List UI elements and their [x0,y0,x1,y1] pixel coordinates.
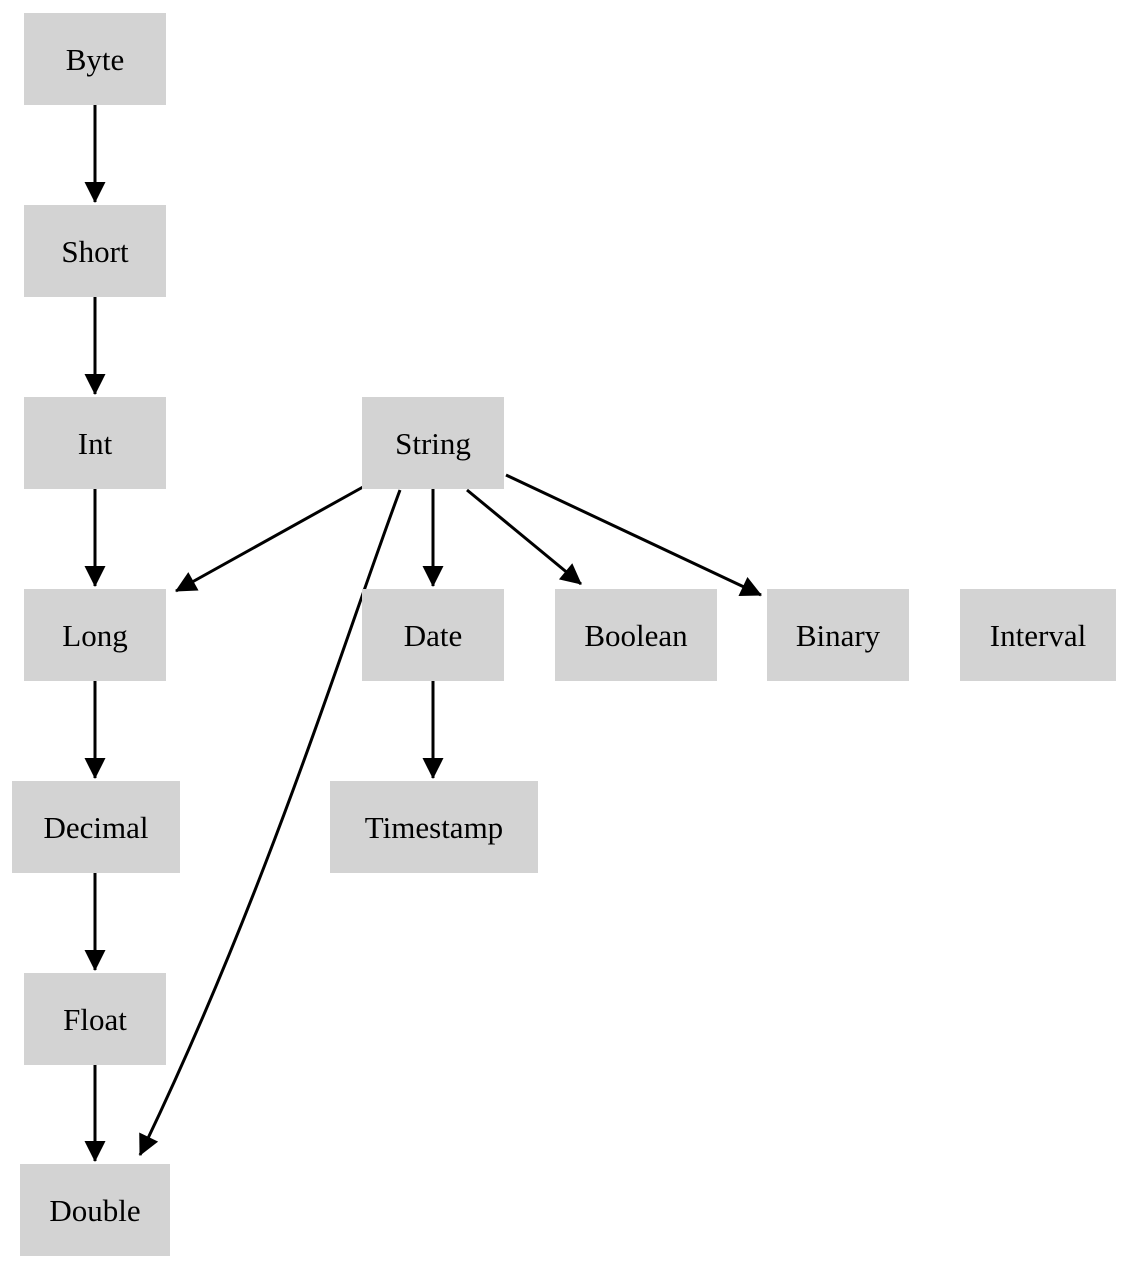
edge-string-to-double [138,489,402,1156]
node-short-label: Short [61,234,129,269]
node-float: Float [24,973,166,1065]
node-date: Date [362,589,504,681]
node-interval-label: Interval [990,618,1086,653]
node-string-box [362,397,504,489]
edge-string-to-long [175,485,364,593]
node-byte-box [24,13,166,105]
node-binary: Binary [767,589,909,681]
node-long: Long [24,589,166,681]
node-binary-box [767,589,909,681]
node-int-label: Int [78,426,113,461]
node-short: Short [24,205,166,297]
node-boolean-label: Boolean [584,618,688,653]
node-binary-label: Binary [796,618,881,653]
node-interval: Interval [960,589,1116,681]
node-timestamp: Timestamp [330,781,538,873]
node-int-box [24,397,166,489]
edges-layer [84,105,762,1163]
node-boolean-box [555,589,717,681]
node-boolean: Boolean [555,589,717,681]
node-string: String [362,397,504,489]
node-double-label: Double [49,1193,140,1228]
node-interval-box [960,589,1116,681]
edge-string-to-binary [505,473,762,597]
node-short-box [24,205,166,297]
node-timestamp-label: Timestamp [365,810,503,845]
node-timestamp-box [330,781,538,873]
node-long-label: Long [62,618,127,653]
node-float-box [24,973,166,1065]
node-float-label: Float [63,1002,127,1037]
node-decimal: Decimal [12,781,180,873]
node-date-box [362,589,504,681]
node-date-label: Date [404,618,463,653]
node-double-box [20,1164,170,1256]
node-double: Double [20,1164,170,1256]
node-string-label: String [395,426,471,461]
node-int: Int [24,397,166,489]
node-decimal-label: Decimal [43,810,148,845]
edge-string-to-boolean [466,488,582,586]
node-byte-label: Byte [66,42,125,77]
node-decimal-box [12,781,180,873]
node-byte: Byte [24,13,166,105]
node-long-box [24,589,166,681]
